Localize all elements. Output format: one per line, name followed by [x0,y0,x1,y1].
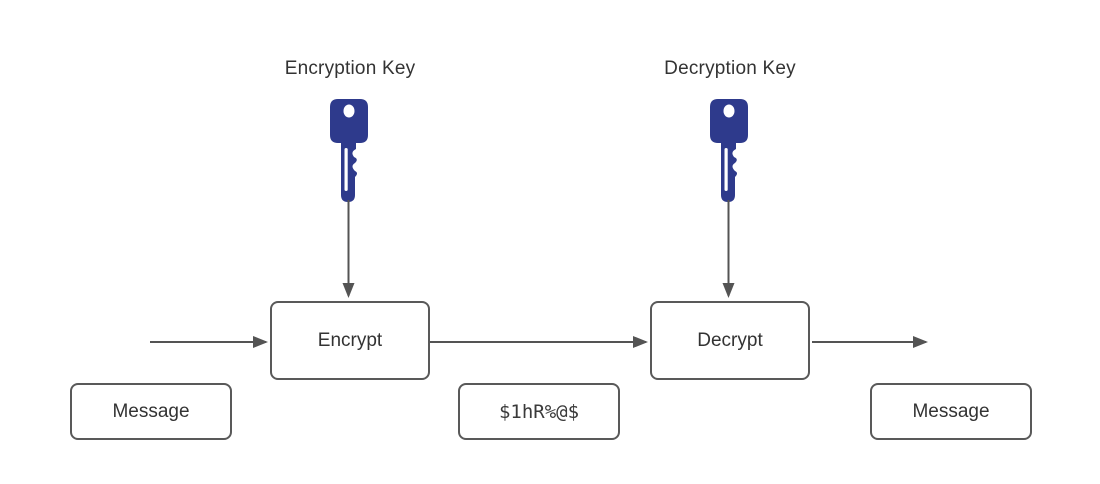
message-in-label: Message [112,400,190,422]
encrypt-box-label: Encrypt [317,329,383,351]
message-out-box: Message [870,383,1032,440]
key-icon [710,99,748,202]
ciphertext-box: $1hR%@$ [458,383,620,440]
message-in-box: Message [70,383,232,440]
decryption-key-label: Decryption Key [664,58,796,79]
ciphertext-label: $1hR%@$ [498,400,580,423]
encrypt-box: Encrypt [270,301,430,380]
decrypt-box-label: Decrypt [697,329,763,351]
encryption-key-label: Encryption Key [284,58,416,79]
message-out-label: Message [912,400,990,422]
decrypt-box: Decrypt [650,301,810,380]
key-icon [330,99,368,202]
